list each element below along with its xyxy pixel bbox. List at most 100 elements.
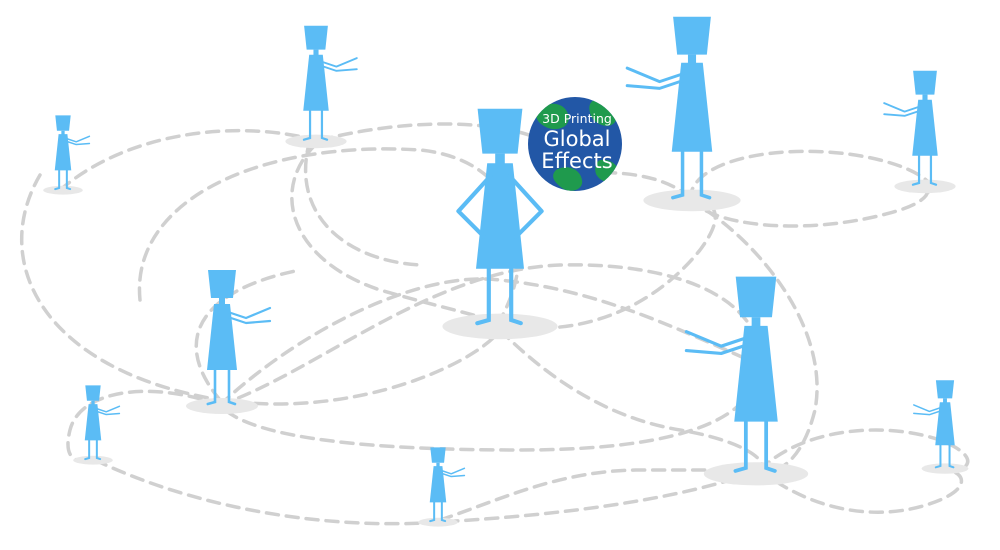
- leg: [206, 368, 217, 406]
- connection-line: [19, 173, 502, 406]
- person-figure-icon: [442, 108, 558, 340]
- connection-line: [93, 458, 762, 526]
- person-figure-icon: [285, 25, 358, 149]
- leg: [671, 150, 685, 200]
- neck: [313, 49, 319, 56]
- neck: [943, 398, 947, 403]
- arm: [320, 57, 358, 68]
- body: [429, 466, 447, 503]
- arm: [883, 109, 921, 117]
- connection-line: [688, 149, 935, 202]
- person-figure-icon: [684, 276, 809, 486]
- leg: [948, 444, 955, 469]
- body: [912, 99, 938, 156]
- leg: [95, 439, 102, 461]
- head: [735, 276, 777, 318]
- connection-line: [194, 268, 302, 402]
- leg: [302, 109, 312, 141]
- connection-line: [318, 122, 562, 152]
- head: [913, 70, 937, 95]
- body: [54, 134, 72, 171]
- arm: [95, 405, 121, 413]
- head: [430, 447, 446, 463]
- arm: [95, 410, 121, 416]
- person-figure-icon: [73, 385, 121, 465]
- connection-line: [758, 428, 970, 473]
- arm: [440, 467, 466, 475]
- connection-line: [290, 143, 502, 327]
- arm: [625, 66, 686, 84]
- arm: [456, 173, 493, 239]
- neck: [751, 317, 761, 328]
- person-figure-icon: [883, 70, 956, 194]
- neck: [219, 298, 225, 305]
- arm: [883, 102, 921, 113]
- connection-line: [218, 263, 762, 452]
- head: [208, 270, 236, 298]
- arm: [684, 343, 749, 356]
- connection-line: [218, 277, 762, 407]
- arm: [65, 135, 91, 143]
- body: [476, 163, 524, 269]
- arm: [226, 315, 272, 325]
- floor-shadow: [703, 462, 809, 486]
- body: [207, 304, 237, 370]
- head: [55, 115, 71, 131]
- badge-line-2: Global: [544, 127, 611, 151]
- connection-line: [137, 147, 521, 322]
- connection-line: [303, 138, 422, 267]
- leg: [764, 419, 777, 473]
- neck: [922, 94, 928, 101]
- head: [935, 380, 955, 399]
- body: [935, 402, 955, 446]
- connection-line: [758, 468, 964, 514]
- person-figure-icon: [418, 447, 466, 527]
- neck: [495, 153, 505, 165]
- floor-shadow: [418, 517, 458, 527]
- leg: [54, 169, 61, 191]
- arm: [226, 306, 272, 320]
- leg: [65, 169, 72, 191]
- head: [304, 25, 328, 50]
- leg: [320, 109, 329, 141]
- floor-shadow: [921, 463, 969, 474]
- arm: [320, 64, 358, 72]
- body: [671, 62, 713, 152]
- leg: [227, 368, 237, 406]
- leg: [475, 266, 491, 326]
- body: [734, 325, 778, 422]
- floor-shadow: [894, 179, 956, 194]
- neck: [91, 400, 95, 405]
- floor-shadow: [43, 185, 83, 195]
- leg: [733, 419, 748, 473]
- badge-line-1: 3D Printing: [542, 111, 612, 126]
- leg: [934, 444, 942, 469]
- global-effects-badge: 3D Printing Global Effects: [528, 97, 622, 191]
- connection-line: [438, 468, 762, 522]
- arm: [65, 140, 91, 146]
- neck: [436, 462, 440, 467]
- floor-shadow: [643, 189, 741, 212]
- neck: [687, 54, 697, 65]
- person-figure-icon: [43, 115, 91, 195]
- leg: [440, 501, 447, 523]
- head: [85, 385, 101, 401]
- people-group: [43, 16, 969, 527]
- leg: [699, 150, 712, 200]
- person-figure-icon: [186, 270, 272, 414]
- arm: [625, 78, 686, 90]
- person-figure-icon: [625, 16, 741, 212]
- arm: [507, 173, 544, 239]
- floor-shadow: [73, 455, 113, 465]
- arm: [913, 410, 942, 416]
- body: [303, 54, 329, 111]
- person-figure-icon: [913, 380, 969, 474]
- leg: [429, 501, 436, 523]
- arm: [684, 330, 749, 348]
- floor-shadow: [285, 134, 347, 149]
- body: [84, 404, 102, 441]
- leg: [509, 266, 523, 326]
- head: [673, 16, 711, 55]
- arm: [440, 472, 466, 478]
